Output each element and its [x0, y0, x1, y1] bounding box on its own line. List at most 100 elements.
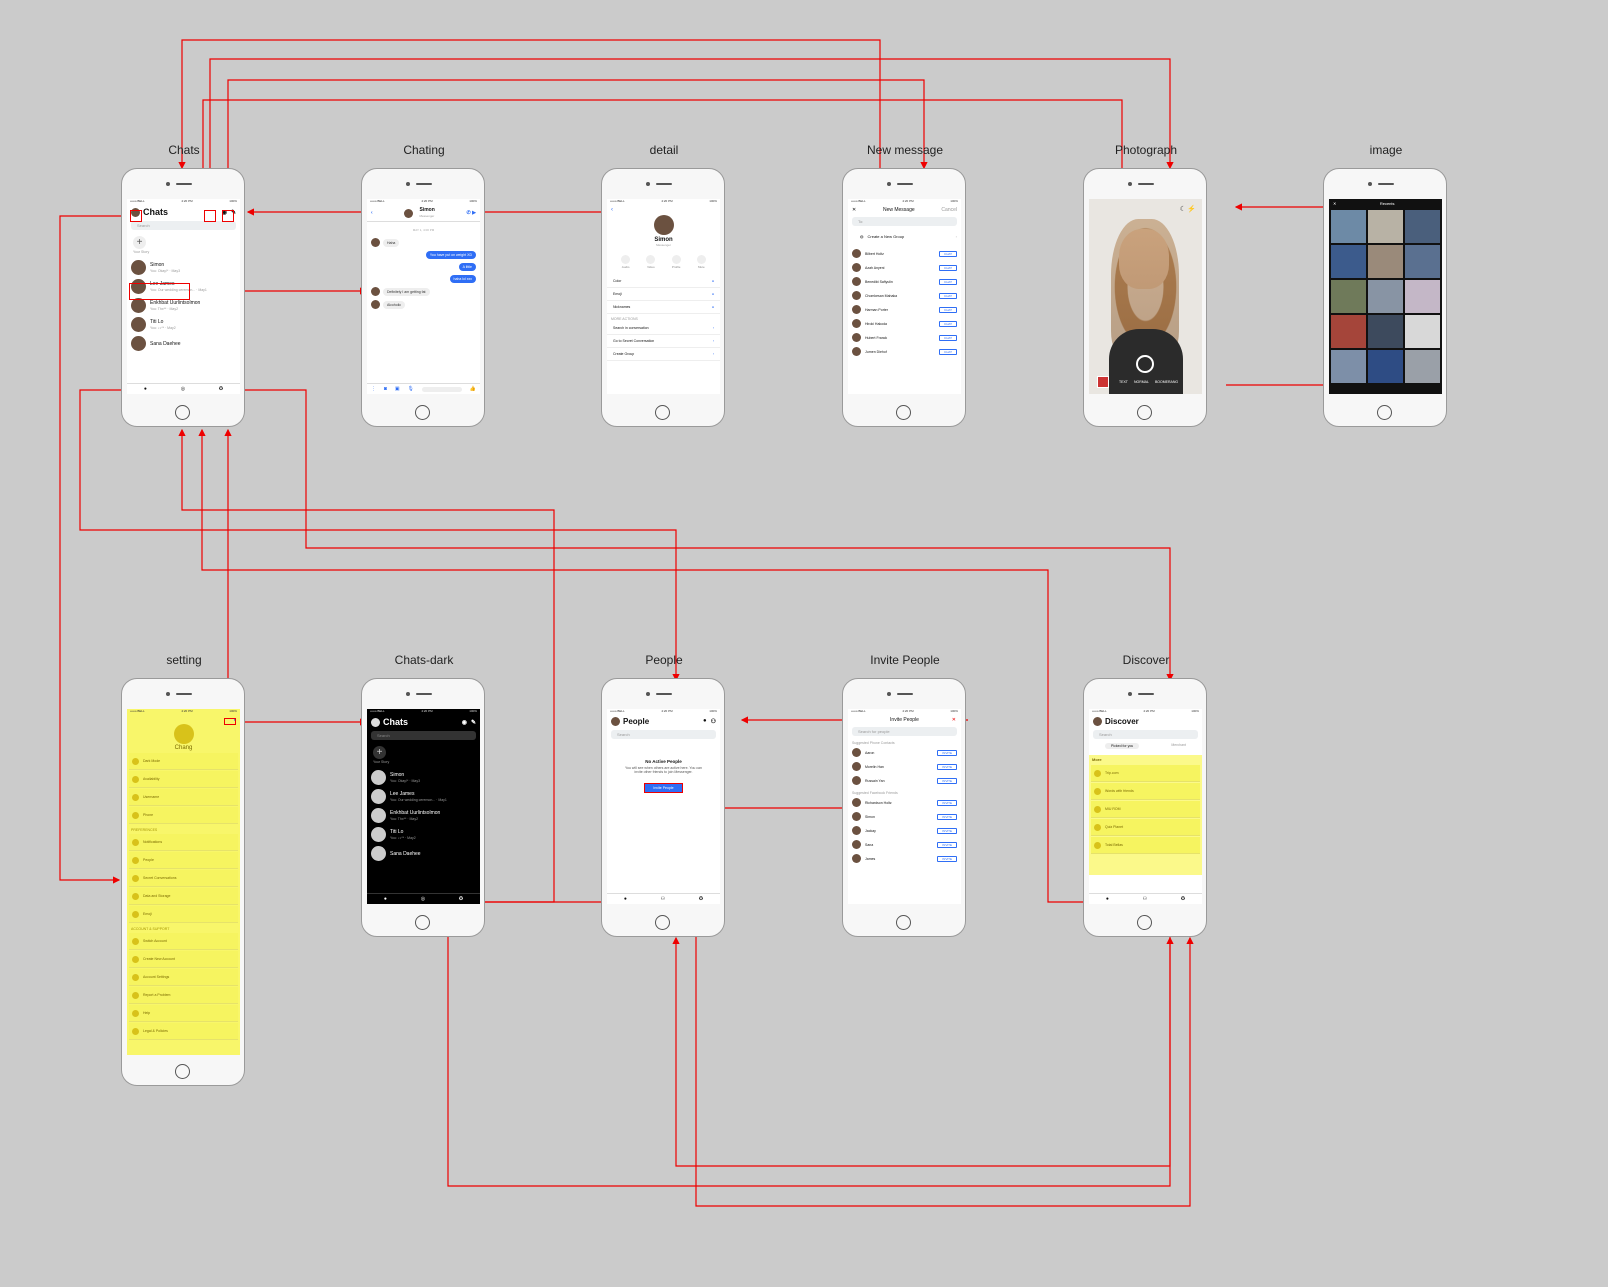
hotspot-compose[interactable] — [222, 210, 234, 222]
settings-row[interactable]: People — [129, 852, 238, 869]
settings-row[interactable]: Dark Mode — [129, 753, 238, 770]
chats-tab-icon[interactable]: ● — [143, 386, 147, 392]
photo-thumbnail[interactable] — [1368, 350, 1403, 383]
camera-icon[interactable]: ◉ — [461, 719, 467, 726]
photo-thumbnail[interactable] — [1405, 245, 1440, 278]
chat-button[interactable]: CHAT — [939, 334, 957, 341]
hotspot-simon-row[interactable] — [129, 283, 190, 300]
people-tab-icon[interactable]: ◎ — [180, 386, 186, 392]
chats-tab-icon[interactable]: ● — [623, 896, 627, 902]
message-bubble[interactable]: You have put on weight XD — [425, 251, 476, 259]
photo-thumbnail[interactable] — [1368, 315, 1403, 348]
tab-merchant[interactable]: Merchant — [1171, 743, 1186, 747]
chats-tab-icon[interactable]: ● — [1105, 896, 1109, 902]
photo-thumbnail[interactable] — [1368, 280, 1403, 313]
search-input[interactable]: Search — [131, 221, 236, 230]
photo-thumbnail[interactable] — [1331, 245, 1366, 278]
home-button[interactable] — [415, 915, 430, 930]
settings-row[interactable]: Color● — [607, 275, 720, 288]
invite-people-button[interactable]: Invite People — [644, 783, 683, 793]
camera-mode-option[interactable]: BOOMERANG — [1154, 380, 1179, 384]
done-button[interactable]: ● — [233, 717, 236, 722]
people-tab-icon[interactable]: ⚇ — [1142, 896, 1148, 902]
settings-row[interactable]: Availability — [129, 771, 238, 788]
more-icon[interactable]: ⋮ — [370, 386, 376, 392]
home-button[interactable] — [175, 1064, 190, 1079]
photo-thumbnail[interactable] — [1405, 280, 1440, 313]
close-icon[interactable]: ✕ — [1333, 201, 1337, 206]
profile-avatar[interactable] — [371, 717, 380, 727]
settings-row[interactable]: Search in conversation› — [607, 322, 720, 335]
tab-picked-for-you[interactable]: Picked for you — [1105, 743, 1140, 749]
like-icon[interactable]: 👍 — [469, 386, 477, 392]
home-button[interactable] — [1137, 915, 1152, 930]
hotspot-setting-done[interactable] — [224, 718, 236, 725]
photo-thumbnail[interactable] — [1405, 350, 1440, 383]
photo-thumbnail[interactable] — [1331, 350, 1366, 383]
home-button[interactable] — [655, 405, 670, 420]
invite-button[interactable]: INVITE — [937, 763, 957, 770]
search-input[interactable]: Search for people — [852, 727, 957, 736]
invite-button[interactable]: INVITE — [937, 777, 957, 784]
settings-row[interactable]: Report a Problem — [129, 987, 238, 1004]
photo-thumbnail[interactable] — [1331, 210, 1366, 243]
settings-row[interactable]: Total Bellas — [1091, 837, 1200, 854]
invite-button[interactable]: INVITE — [937, 799, 957, 806]
chat-button[interactable]: CHAT — [939, 348, 957, 355]
people-tab-icon[interactable]: ⚇ — [660, 896, 666, 902]
shutter-button[interactable] — [1136, 355, 1154, 373]
chat-button[interactable]: CHAT — [939, 320, 957, 327]
photo-thumbnail[interactable] — [1368, 210, 1403, 243]
settings-row[interactable]: Words with friends — [1091, 783, 1200, 800]
camera-icon[interactable]: ◙ — [383, 386, 387, 392]
call-icon[interactable]: ✆ ▶ — [466, 210, 476, 216]
gallery-thumbnail[interactable] — [1097, 376, 1109, 388]
settings-row[interactable]: Go to Secret Conversation› — [607, 335, 720, 348]
settings-row[interactable]: Emoji● — [607, 288, 720, 301]
action-button[interactable]: Mute — [696, 255, 706, 269]
settings-row[interactable]: Phone — [129, 807, 238, 824]
action-button[interactable]: Profile — [671, 255, 681, 269]
settings-row[interactable]: Notifications — [129, 834, 238, 851]
chat-bubble-icon[interactable]: ● — [702, 718, 707, 724]
settings-row[interactable]: Nicknames● — [607, 301, 720, 314]
settings-row[interactable]: Switch Account — [129, 933, 238, 950]
chat-button[interactable]: CHAT — [939, 264, 957, 271]
create-group-row[interactable]: ◍Create a New Group› — [848, 232, 961, 241]
settings-row[interactable]: MIU ROM — [1091, 801, 1200, 818]
cancel-button[interactable]: Cancel — [941, 207, 957, 213]
discover-tab-icon[interactable]: ✪ — [218, 386, 224, 392]
people-tab-icon[interactable]: ◎ — [420, 896, 426, 902]
chat-row[interactable]: Sana Daehee — [367, 844, 480, 863]
camera-mode-option[interactable]: TEXT — [1119, 380, 1128, 384]
photo-thumbnail[interactable] — [1331, 280, 1366, 313]
home-button[interactable] — [1137, 405, 1152, 420]
invite-button[interactable]: INVITE — [937, 827, 957, 834]
close-icon[interactable]: ✕ — [852, 207, 857, 213]
message-bubble[interactable]: haha lol xxx — [449, 275, 476, 283]
camera-mode-option[interactable]: NORMAL — [1133, 380, 1149, 384]
settings-row[interactable]: Emoji — [129, 906, 238, 923]
discover-tab-icon[interactable]: ✪ — [1180, 896, 1186, 902]
message-bubble[interactable]: A little — [458, 263, 476, 271]
search-input[interactable]: Search — [611, 730, 716, 739]
discover-tab-icon[interactable]: ✪ — [698, 896, 704, 902]
add-person-icon[interactable]: ⚇ — [710, 719, 716, 725]
invite-button[interactable]: INVITE — [937, 855, 957, 862]
settings-row[interactable]: Data and Storage — [129, 888, 238, 905]
photo-thumbnail[interactable] — [1368, 245, 1403, 278]
settings-row[interactable]: Legal & Policies — [129, 1023, 238, 1040]
home-button[interactable] — [896, 405, 911, 420]
action-button[interactable]: Video — [646, 255, 656, 269]
chat-button[interactable]: CHAT — [939, 278, 957, 285]
home-button[interactable] — [655, 915, 670, 930]
settings-row[interactable]: Create Group› — [607, 348, 720, 361]
to-field[interactable]: To: — [852, 217, 957, 226]
flash-icon[interactable]: ⚡ — [1187, 206, 1196, 213]
settings-row[interactable]: Secret Conversations — [129, 870, 238, 887]
